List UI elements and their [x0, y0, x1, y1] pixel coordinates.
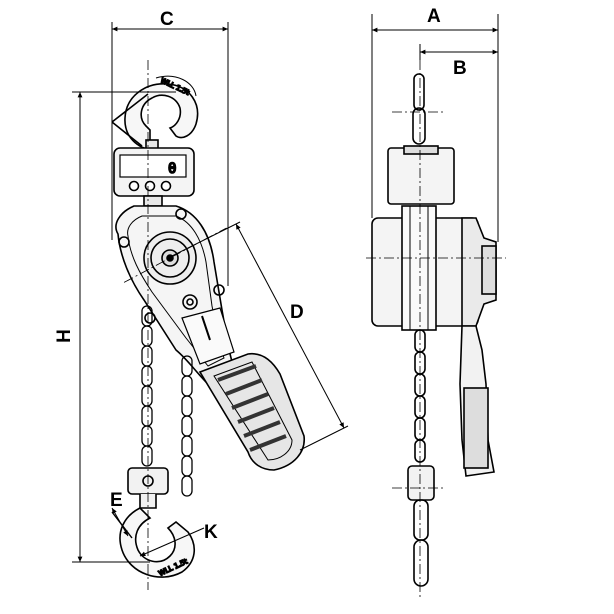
load-chain-left: [141, 305, 153, 467]
side-view: [371, 73, 497, 587]
slack-chain-right: [181, 355, 193, 497]
dimension-label-a: A: [427, 6, 441, 27]
digital-scale: 0: [113, 147, 195, 207]
dimension-label-k: K: [204, 522, 218, 543]
side-centerlines: [366, 60, 506, 600]
dimension-label-e: E: [110, 490, 123, 511]
dimension-label-b: B: [453, 58, 467, 79]
front-view: WLL 1.5t 0: [111, 76, 305, 579]
hoist-body: [115, 205, 242, 383]
lever-handle: [198, 352, 305, 471]
top-hook: WLL 1.5t: [111, 76, 199, 152]
dimension-label-d: D: [290, 302, 304, 323]
dimension-label-h: H: [54, 329, 75, 343]
side-dimensions: [371, 14, 499, 242]
bottom-hook: WLL 1.5t: [111, 467, 195, 579]
front-dimensions: [72, 22, 349, 563]
scale-reading: 0: [168, 161, 176, 177]
dimension-label-c: C: [160, 9, 174, 30]
